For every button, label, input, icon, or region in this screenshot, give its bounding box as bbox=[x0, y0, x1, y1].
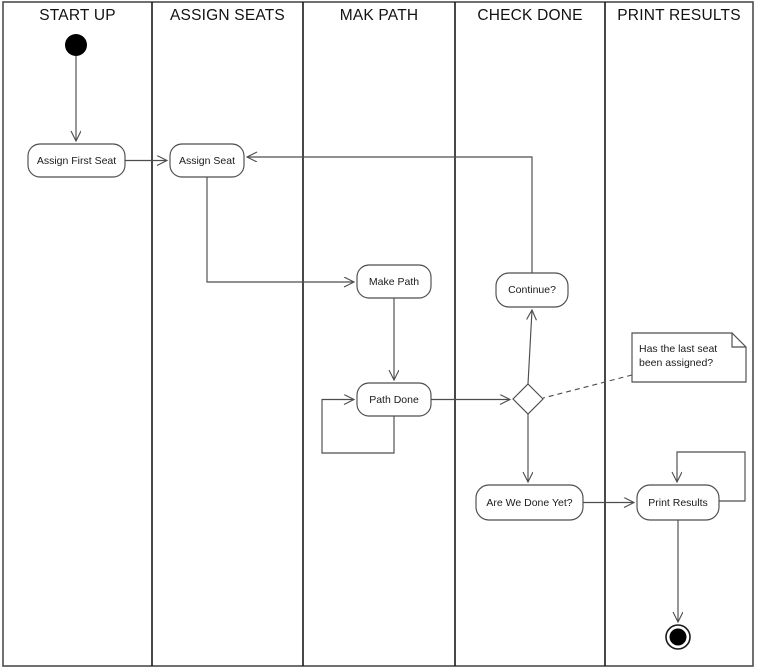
lane-title-print-results: PRINT RESULTS bbox=[617, 7, 741, 24]
lane-title-start-up: START UP bbox=[39, 7, 116, 24]
activity-assign-seat[interactable] bbox=[169, 143, 245, 178]
final-node[interactable] bbox=[669, 628, 687, 646]
label-path-done: Path Done bbox=[369, 393, 419, 406]
lane-title-check-done: CHECK DONE bbox=[477, 7, 583, 24]
note-text-line-2: been assigned? bbox=[639, 357, 714, 369]
edge-decision-to-continue bbox=[528, 310, 532, 385]
activity-print-results[interactable] bbox=[636, 484, 720, 521]
lane-title-assign-seats: ASSIGN SEATS bbox=[170, 7, 285, 24]
label-are-we-done-yet: Are We Done Yet? bbox=[486, 496, 573, 509]
initial-node[interactable] bbox=[65, 34, 87, 56]
label-print-results: Print Results bbox=[648, 496, 708, 509]
edge-note-anchor-dashed bbox=[542, 374, 633, 399]
activity-continue[interactable] bbox=[495, 272, 569, 308]
label-make-path: Make Path bbox=[368, 275, 420, 288]
activity-are-we-done-yet[interactable] bbox=[475, 484, 584, 521]
edge-continue-to-assign-seat bbox=[247, 157, 533, 273]
activity-assign-first-seat[interactable] bbox=[27, 143, 126, 178]
lane-title-mak-path: MAK PATH bbox=[339, 7, 419, 24]
note-fold-icon bbox=[731, 333, 746, 348]
note-text-line-1: Has the last seat bbox=[639, 343, 718, 355]
note-shape[interactable] bbox=[631, 332, 747, 383]
decision-node[interactable] bbox=[512, 383, 544, 415]
edge-path-done-self-loop bbox=[321, 400, 395, 454]
activity-path-done[interactable] bbox=[356, 382, 432, 417]
edge-layer bbox=[76, 56, 746, 622]
label-assign-seat: Assign Seat bbox=[178, 154, 236, 167]
label-assign-first-seat: Assign First Seat bbox=[36, 154, 117, 167]
label-continue: Continue? bbox=[508, 284, 556, 296]
edge-print-results-self-loop bbox=[677, 451, 746, 502]
node-layer bbox=[27, 34, 747, 650]
edge-assign-seat-to-make-path bbox=[206, 177, 354, 282]
activity-make-path[interactable] bbox=[356, 264, 432, 299]
